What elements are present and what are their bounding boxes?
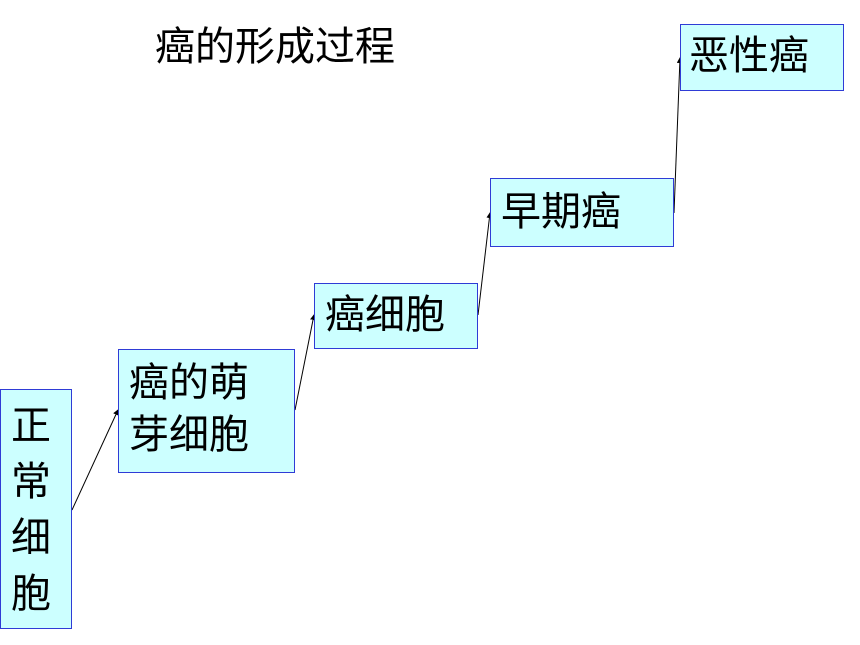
normal-cell-char-2: 常 bbox=[11, 459, 51, 505]
stage-box-early-cancer: 早期癌 bbox=[490, 178, 674, 247]
sprouting-cell-line-1: 癌的萌 bbox=[129, 360, 249, 406]
stage-box-cancer-cell: 癌细胞 bbox=[314, 283, 478, 349]
normal-cell-char-4: 胞 bbox=[11, 571, 51, 617]
stage-box-malignant-cancer: 恶性癌 bbox=[680, 24, 844, 91]
diagram-title: 癌的形成过程 bbox=[155, 24, 395, 70]
arrow-cell-to-early bbox=[477, 212, 493, 316]
arrow-normal-to-sprout bbox=[71, 409, 119, 511]
stage-box-normal-cell: 正 常 细 胞 bbox=[0, 389, 72, 629]
normal-cell-char-1: 正 bbox=[11, 403, 51, 449]
arrow-sprout-to-cell bbox=[294, 314, 316, 411]
normal-cell-char-3: 细 bbox=[11, 515, 51, 561]
stage-box-sprouting-cell: 癌的萌 芽细胞 bbox=[118, 349, 295, 473]
sprouting-cell-line-2: 芽细胞 bbox=[129, 412, 249, 458]
